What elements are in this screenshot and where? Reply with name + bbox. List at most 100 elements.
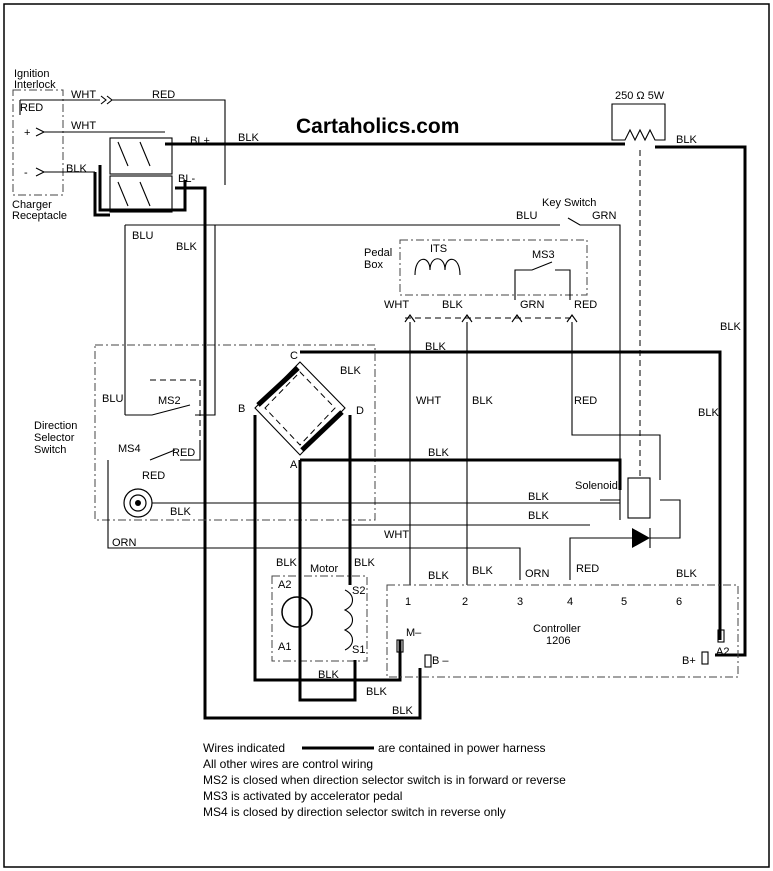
svg-text:BLK: BLK	[472, 395, 493, 407]
svg-text:A: A	[290, 459, 298, 471]
svg-text:BLK: BLK	[528, 510, 549, 522]
svg-text:Box: Box	[364, 259, 383, 271]
svg-text:RED: RED	[574, 395, 597, 407]
resistor-250-ohm: 250 Ω 5W	[611, 90, 666, 142]
svg-text:S2: S2	[352, 585, 365, 597]
svg-text:RED: RED	[576, 563, 599, 575]
svg-text:BLU: BLU	[516, 210, 537, 222]
svg-text:BLU: BLU	[132, 230, 153, 242]
svg-text:BLK: BLK	[428, 447, 449, 459]
svg-text:RED: RED	[142, 470, 165, 482]
svg-text:RED: RED	[20, 102, 43, 114]
svg-text:B+: B+	[682, 655, 696, 667]
svg-text:RED: RED	[152, 89, 175, 101]
svg-text:B –: B –	[432, 655, 449, 667]
svg-text:MS2 is closed when direction s: MS2 is closed when direction selector sw…	[203, 773, 566, 787]
svg-text:S1: S1	[352, 644, 365, 656]
svg-text:RED: RED	[172, 447, 195, 459]
svg-text:Receptacle: Receptacle	[12, 210, 67, 222]
svg-text:BLK: BLK	[425, 341, 446, 353]
svg-text:BL-: BL-	[178, 173, 195, 185]
svg-text:Interlock: Interlock	[14, 79, 56, 91]
svg-text:BLK: BLK	[392, 705, 413, 717]
svg-text:MS2: MS2	[158, 395, 181, 407]
svg-text:Direction: Direction	[34, 420, 77, 432]
pedal-box: Pedal Box ITS MS3	[364, 239, 588, 300]
svg-text:WHT: WHT	[71, 120, 96, 132]
charger-receptacle: Ignition Interlock Charger Receptacle RE…	[12, 68, 67, 222]
svg-text:GRN: GRN	[592, 210, 617, 222]
svg-text:Controller: Controller	[533, 623, 581, 635]
svg-text:Selector: Selector	[34, 432, 75, 444]
svg-text:WHT: WHT	[416, 395, 441, 407]
svg-text:MS3 is activated by accelerato: MS3 is activated by accelerator pedal	[203, 789, 402, 803]
svg-text:BLK: BLK	[170, 506, 191, 518]
svg-text:Charger: Charger	[12, 199, 52, 211]
svg-text:BLK: BLK	[354, 557, 375, 569]
svg-text:GRN: GRN	[520, 299, 545, 311]
svg-text:5: 5	[621, 596, 627, 608]
svg-text:BLK: BLK	[442, 299, 463, 311]
svg-text:MS3: MS3	[532, 249, 555, 261]
svg-text:Pedal: Pedal	[364, 247, 392, 259]
charger-interlock-switch	[109, 137, 173, 213]
svg-text:-: -	[24, 167, 28, 179]
svg-text:RED: RED	[574, 299, 597, 311]
svg-text:Switch: Switch	[34, 444, 66, 456]
svg-text:BLK: BLK	[428, 570, 449, 582]
svg-text:250 Ω 5W: 250 Ω 5W	[615, 90, 665, 102]
svg-text:BLK: BLK	[698, 407, 719, 419]
svg-text:Solenoid: Solenoid	[575, 480, 618, 492]
svg-text:BLK: BLK	[238, 132, 259, 144]
svg-text:ITS: ITS	[430, 243, 447, 255]
svg-text:A2: A2	[716, 646, 729, 658]
brand-title: Cartaholics.com	[296, 115, 459, 138]
svg-text:Key Switch: Key Switch	[542, 197, 596, 209]
svg-text:1: 1	[405, 596, 411, 608]
svg-text:A1: A1	[278, 641, 291, 653]
svg-text:D: D	[356, 405, 364, 417]
svg-text:WHT: WHT	[384, 529, 409, 541]
svg-text:BLK: BLK	[472, 565, 493, 577]
svg-text:BLK: BLK	[676, 568, 697, 580]
svg-text:BLK: BLK	[366, 686, 387, 698]
svg-text:A2: A2	[278, 579, 291, 591]
svg-text:BLK: BLK	[528, 491, 549, 503]
svg-text:MS4 is closed by direction sel: MS4 is closed by direction selector swit…	[203, 805, 506, 819]
svg-text:+: +	[24, 127, 30, 139]
svg-text:Wires indicated: Wires indicated	[203, 741, 285, 755]
svg-text:Ignition: Ignition	[14, 68, 49, 80]
controller-1206: Controller 1206 1 2 3 4 5 6 M– B – B+ A2	[386, 584, 739, 678]
svg-text:BLK: BLK	[720, 321, 741, 333]
svg-text:BLK: BLK	[318, 669, 339, 681]
svg-text:WHT: WHT	[71, 89, 96, 101]
motor: Motor A2 A1 S2 S1	[271, 563, 368, 662]
svg-text:6: 6	[676, 596, 682, 608]
svg-text:BLK: BLK	[276, 557, 297, 569]
solenoid: Solenoid	[569, 150, 681, 580]
outer-frame	[3, 3, 770, 868]
svg-text:BL+: BL+	[190, 135, 210, 147]
svg-text:BLK: BLK	[176, 241, 197, 253]
legend-notes: Wires indicated are contained in power h…	[203, 741, 566, 819]
svg-text:M–: M–	[406, 627, 422, 639]
direction-selector-switch: Direction Selector Switch BLU MS2 MS4 RE…	[34, 225, 376, 521]
reversing-bridge: C B D A BLK	[238, 350, 364, 471]
svg-text:BLK: BLK	[66, 163, 87, 175]
svg-text:C: C	[290, 350, 298, 362]
svg-text:ORN: ORN	[525, 568, 550, 580]
svg-text:BLU: BLU	[102, 393, 123, 405]
svg-text:BLK: BLK	[340, 365, 361, 377]
svg-text:ORN: ORN	[112, 537, 137, 549]
svg-text:B: B	[238, 403, 245, 415]
svg-text:3: 3	[517, 596, 523, 608]
svg-text:4: 4	[567, 596, 573, 608]
svg-text:Motor: Motor	[310, 563, 338, 575]
svg-text:All other wires are control wi: All other wires are control wiring	[203, 757, 373, 771]
svg-text:are contained in power harness: are contained in power harness	[378, 741, 545, 755]
svg-text:WHT: WHT	[384, 299, 409, 311]
svg-text:2: 2	[462, 596, 468, 608]
svg-text:BLK: BLK	[676, 134, 697, 146]
svg-text:1206: 1206	[546, 635, 570, 647]
